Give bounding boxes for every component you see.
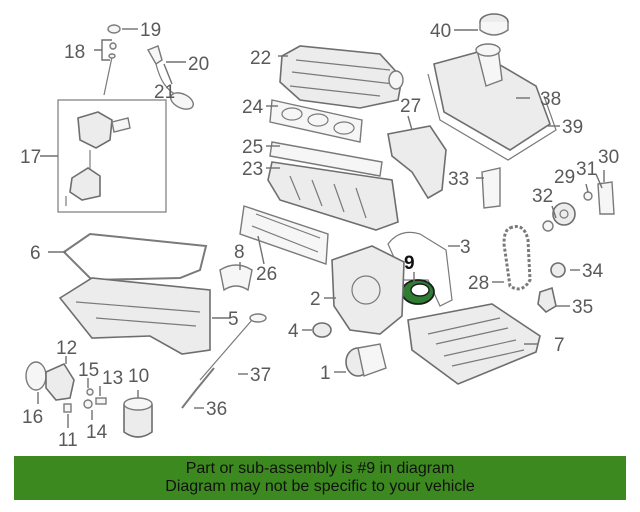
part-13-sensor[interactable] (95, 397, 107, 405)
callout-8[interactable]: 8 (234, 242, 245, 263)
banner-line-2: Diagram may not be specific to your vehi… (165, 478, 475, 495)
part-23-lower-intake[interactable] (267, 161, 399, 231)
part-24-gasket[interactable] (269, 99, 363, 143)
callout-32[interactable]: 32 (532, 186, 553, 207)
callout-35[interactable]: 35 (572, 297, 593, 318)
callout-25[interactable]: 25 (242, 137, 263, 158)
part-39-valve-cover-gasket[interactable] (427, 73, 557, 161)
callout-23[interactable]: 23 (242, 159, 263, 180)
callout-5[interactable]: 5 (228, 309, 239, 330)
callout-31[interactable]: 31 (576, 159, 597, 180)
part-11-plug[interactable] (63, 403, 72, 413)
callout-37[interactable]: 37 (250, 365, 271, 386)
part-37-dipstick[interactable] (199, 313, 267, 381)
callout-36[interactable]: 36 (206, 399, 227, 420)
part-4-seal[interactable] (312, 322, 332, 338)
part-40-oil-cap[interactable] (479, 13, 509, 36)
callout-6[interactable]: 6 (30, 243, 41, 264)
part-36-dipstick-tube[interactable] (181, 367, 215, 409)
part-26-gasket[interactable] (239, 205, 329, 265)
callout-30[interactable]: 30 (598, 147, 619, 168)
part-32-cam-gear[interactable] (542, 202, 576, 232)
part-25-gasket[interactable] (269, 141, 383, 177)
callout-13[interactable]: 13 (102, 368, 123, 389)
part-22-intake-manifold[interactable] (279, 45, 404, 109)
part-1-damper[interactable] (345, 343, 387, 377)
part-18-dipstick-tube[interactable] (103, 42, 117, 96)
callout-34[interactable]: 34 (582, 261, 604, 282)
part-8-shield[interactable] (219, 264, 253, 292)
callout-19[interactable]: 19 (140, 20, 161, 41)
callout-12[interactable]: 12 (56, 338, 77, 359)
part-5-oil-pan[interactable] (58, 277, 211, 355)
info-banner: Part or sub-assembly is #9 in diagram Di… (14, 456, 626, 500)
callout-labels: 19 18 20 21 17 22 24 25 23 6 8 26 5 2 4 … (20, 20, 619, 451)
callout-15[interactable]: 15 (78, 360, 99, 381)
part-19-washer[interactable] (107, 24, 121, 34)
banner-line-1: Part or sub-assembly is #9 in diagram (185, 460, 455, 477)
part-17-oil-pump-box[interactable] (57, 99, 167, 213)
callout-38[interactable]: 38 (540, 89, 561, 110)
callout-10[interactable]: 10 (128, 366, 149, 387)
callout-9[interactable]: 9 (404, 253, 415, 274)
callout-2[interactable]: 2 (310, 289, 321, 310)
callout-39[interactable]: 39 (562, 117, 583, 138)
callout-24[interactable]: 24 (242, 97, 264, 118)
part-27-cover[interactable] (387, 125, 447, 200)
part-3-gasket[interactable] (387, 231, 453, 307)
callout-21[interactable]: 21 (154, 82, 175, 103)
part-7-windage-tray[interactable] (407, 303, 541, 385)
callout-7[interactable]: 7 (554, 335, 565, 356)
callout-33[interactable]: 33 (448, 169, 469, 190)
part-12-adapter[interactable] (45, 362, 75, 401)
callout-26[interactable]: 26 (256, 264, 277, 285)
leader-lines (37, 28, 605, 428)
callout-22[interactable]: 22 (250, 48, 271, 69)
part-33-bracket[interactable] (481, 167, 501, 209)
callout-11[interactable]: 11 (58, 430, 78, 451)
part-14-washer[interactable] (83, 399, 93, 409)
callout-17[interactable]: 17 (20, 147, 41, 168)
callout-14[interactable]: 14 (86, 422, 108, 443)
callout-20[interactable]: 20 (188, 54, 209, 75)
part-9-seal-highlighted[interactable] (401, 279, 435, 305)
part-28-timing-chain[interactable] (502, 225, 532, 291)
part-6-pan-gasket[interactable] (62, 232, 208, 282)
part-20-oil-pickup[interactable] (146, 45, 196, 112)
callout-4[interactable]: 4 (288, 321, 299, 342)
part-34-sprocket[interactable] (550, 262, 566, 278)
callout-29[interactable]: 29 (554, 167, 575, 188)
part-29-bolt[interactable] (583, 191, 593, 201)
part-38-valve-cover[interactable] (433, 43, 551, 151)
callout-1[interactable]: 1 (320, 363, 331, 384)
part-15-plug[interactable] (86, 388, 94, 396)
callout-18[interactable]: 18 (64, 42, 85, 63)
part-10-oil-filter[interactable] (123, 397, 153, 438)
callout-16[interactable]: 16 (22, 407, 43, 428)
callout-28[interactable]: 28 (468, 273, 489, 294)
callout-27[interactable]: 27 (400, 96, 421, 117)
part-16-gasket[interactable] (25, 361, 47, 391)
callout-3[interactable]: 3 (460, 237, 471, 258)
callout-40[interactable]: 40 (430, 21, 451, 42)
part-35-tensioner[interactable] (537, 286, 557, 314)
part-30-31-bracket[interactable] (597, 181, 615, 215)
engine-parts-diagram: 19 18 20 21 17 22 24 25 23 6 8 26 5 2 4 … (20, 13, 619, 451)
part-2-front-cover[interactable] (331, 245, 405, 335)
